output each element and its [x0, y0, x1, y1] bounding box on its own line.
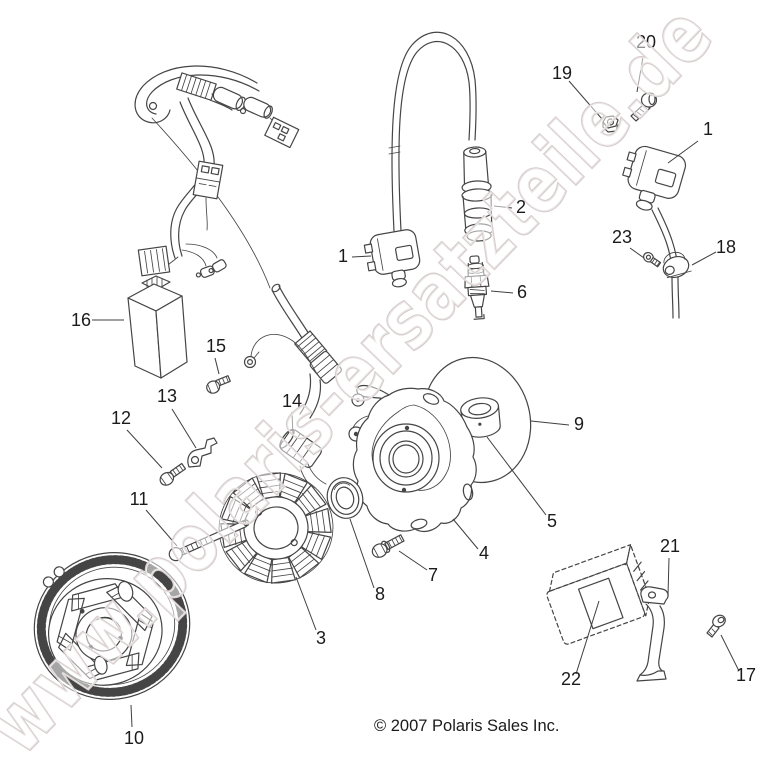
screw-23-drawing: [643, 251, 662, 268]
callout-1m-leader: [351, 255, 372, 258]
screw-17-drawing: [706, 614, 726, 638]
callout-18-leader: [691, 251, 717, 266]
callout-2-leader: [493, 205, 513, 209]
harness-connector-block: [192, 160, 224, 200]
callout-15-label: 15: [206, 336, 226, 356]
callout-18-label: 18: [716, 237, 736, 257]
bracket-21-drawing: [636, 586, 669, 682]
pickup-wire-drawing: [243, 334, 318, 375]
callout-10-label: 10: [124, 728, 144, 748]
callout-4-label: 4: [479, 543, 489, 563]
callout-11-leader: [145, 509, 178, 547]
grommet-drawing: [279, 428, 322, 468]
callout-23-label: 23: [612, 227, 632, 247]
callout-23-leader: [629, 247, 645, 259]
callout-17-leader: [720, 634, 740, 672]
cdi-box-drawing: [127, 275, 188, 379]
harness-loop-eyelet: [148, 101, 158, 111]
callout-21-label: 21: [660, 536, 680, 556]
callout-20-leader: [636, 56, 644, 93]
stator-lead-conduit-drawing: [271, 283, 342, 489]
harness-cdi-connector: [137, 245, 171, 277]
callout-19-label: 19: [552, 63, 572, 83]
bolt-7-drawing: [371, 534, 405, 558]
callout-11-label: 11: [130, 489, 149, 509]
callout-3-leader: [295, 576, 317, 631]
bracket-13-drawing: [187, 437, 218, 468]
bushing-drawing: [460, 397, 501, 438]
copyright-text: © 2007 Polaris Sales Inc.: [374, 717, 560, 735]
bolt-12-drawing: [159, 462, 187, 486]
callout-12-leader: [126, 429, 163, 469]
callout-9-label: 9: [574, 414, 584, 434]
harness-connector-cylinder-2: [243, 96, 273, 119]
oil-seal-drawing: [326, 477, 364, 519]
bolt-20-drawing: [630, 92, 658, 122]
leader-lines: [92, 56, 740, 728]
callout-16-label: 16: [71, 310, 91, 330]
callout-4-leader: [452, 518, 479, 550]
callout-6-leader: [490, 290, 514, 294]
callout-14-label: 14: [282, 391, 302, 411]
callout-9-leader: [530, 420, 570, 426]
nut-19-drawing: [602, 115, 619, 133]
callout-17-label: 17: [736, 665, 756, 685]
spark-plug-drawing: [464, 255, 490, 320]
ignition-coil-center-drawing: [363, 31, 477, 288]
callout-12-label: 12: [111, 408, 131, 428]
callout-19-leader: [568, 80, 603, 120]
callout-14-leader: [291, 411, 294, 437]
harness-connector-plug: [264, 116, 300, 149]
callout-22-leader: [575, 600, 600, 675]
harness-bullet-terminal-2: [208, 259, 227, 274]
callout-6-label: 6: [517, 282, 527, 302]
callout-13-label: 13: [157, 386, 177, 406]
callout-1r-leader: [667, 140, 699, 164]
bolt-15-drawing: [206, 375, 231, 394]
callout-10-leader: [130, 704, 133, 728]
cable-clamp-drawing: [662, 251, 692, 279]
spark-plug-boot-drawing: [461, 146, 494, 242]
callout-5-label: 5: [547, 511, 557, 531]
watermark-text: www.polaris-ersatzteile.de: [0, 0, 732, 757]
callout-8-leader: [349, 518, 375, 589]
stator-drawing: [218, 472, 334, 584]
callout-8-label: 8: [375, 584, 385, 604]
callout-22-label: 22: [561, 669, 581, 689]
callout-20-label: 20: [636, 32, 656, 52]
callout-13-leader: [171, 408, 197, 449]
callout-7-leader: [398, 550, 428, 571]
voltage-regulator-drawing: [546, 544, 652, 645]
callout-2-label: 2: [516, 197, 526, 217]
flywheel-drawing: [33, 552, 191, 700]
callout-3-label: 3: [316, 628, 326, 648]
harness-tape-wrap: [176, 72, 217, 101]
wiring-harness-drawing: [134, 65, 300, 289]
callout-1-right-label: 1: [703, 119, 713, 139]
callout-7-label: 7: [428, 565, 438, 585]
callout-labels: 1 1 2 3 4 5 6 7 8 9 10 11 12 13 14 15 16…: [71, 32, 756, 748]
callout-15-leader: [214, 357, 220, 375]
callout-1-center-label: 1: [338, 246, 348, 266]
harness-thin-wire: [151, 117, 271, 289]
bolt-11-drawing: [168, 519, 250, 562]
stator-cover-drawing: [348, 384, 477, 533]
callout-21-leader: [667, 557, 670, 597]
callout-5-leader: [486, 436, 547, 516]
